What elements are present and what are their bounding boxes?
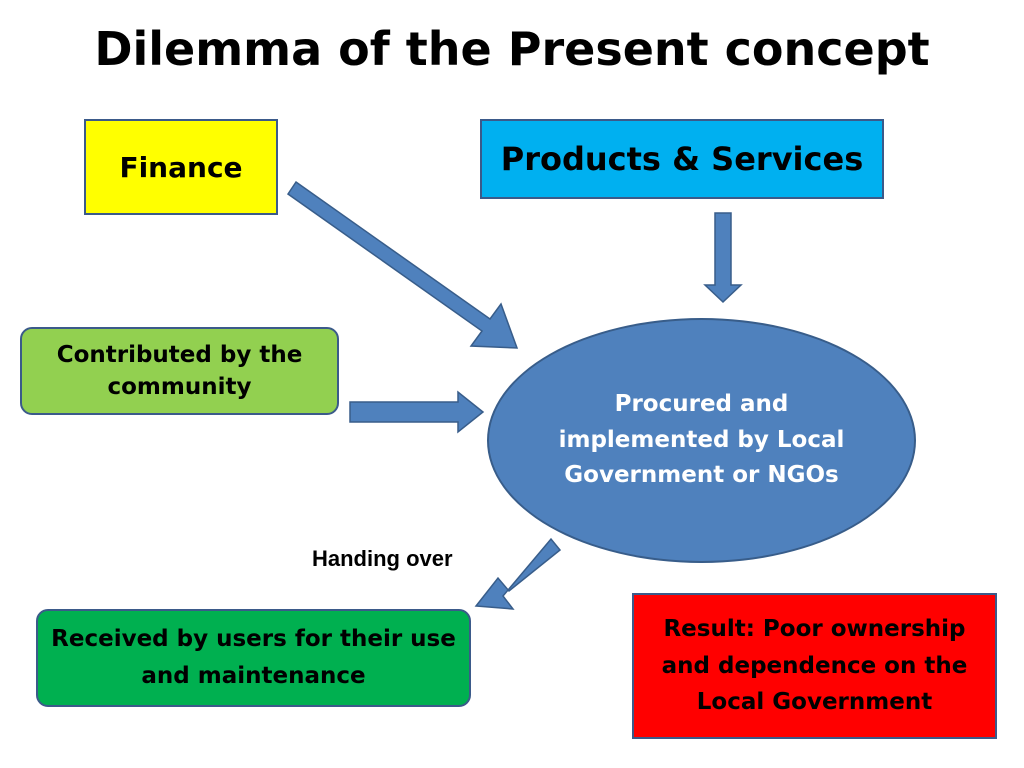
finance-box: Finance — [84, 119, 278, 215]
products-to-procured-arrow — [703, 212, 743, 304]
received-by-users-box: Received by users for their use and main… — [36, 609, 471, 707]
page-title: Dilemma of the Present concept — [94, 22, 930, 76]
procured-implemented-ellipse: Procured and implemented by Local Govern… — [487, 318, 916, 563]
products-services-box: Products & Services — [480, 119, 884, 199]
finance-to-procured-arrow — [286, 180, 519, 349]
handing-over-label: Handing over — [312, 546, 453, 571]
community-contribution-box: Contributed by the community — [20, 327, 339, 415]
community-to-procured-arrow — [349, 390, 485, 434]
result-box: Result: Poor ownership and dependence on… — [632, 593, 997, 739]
procured-to-received-arrow — [474, 537, 562, 610]
